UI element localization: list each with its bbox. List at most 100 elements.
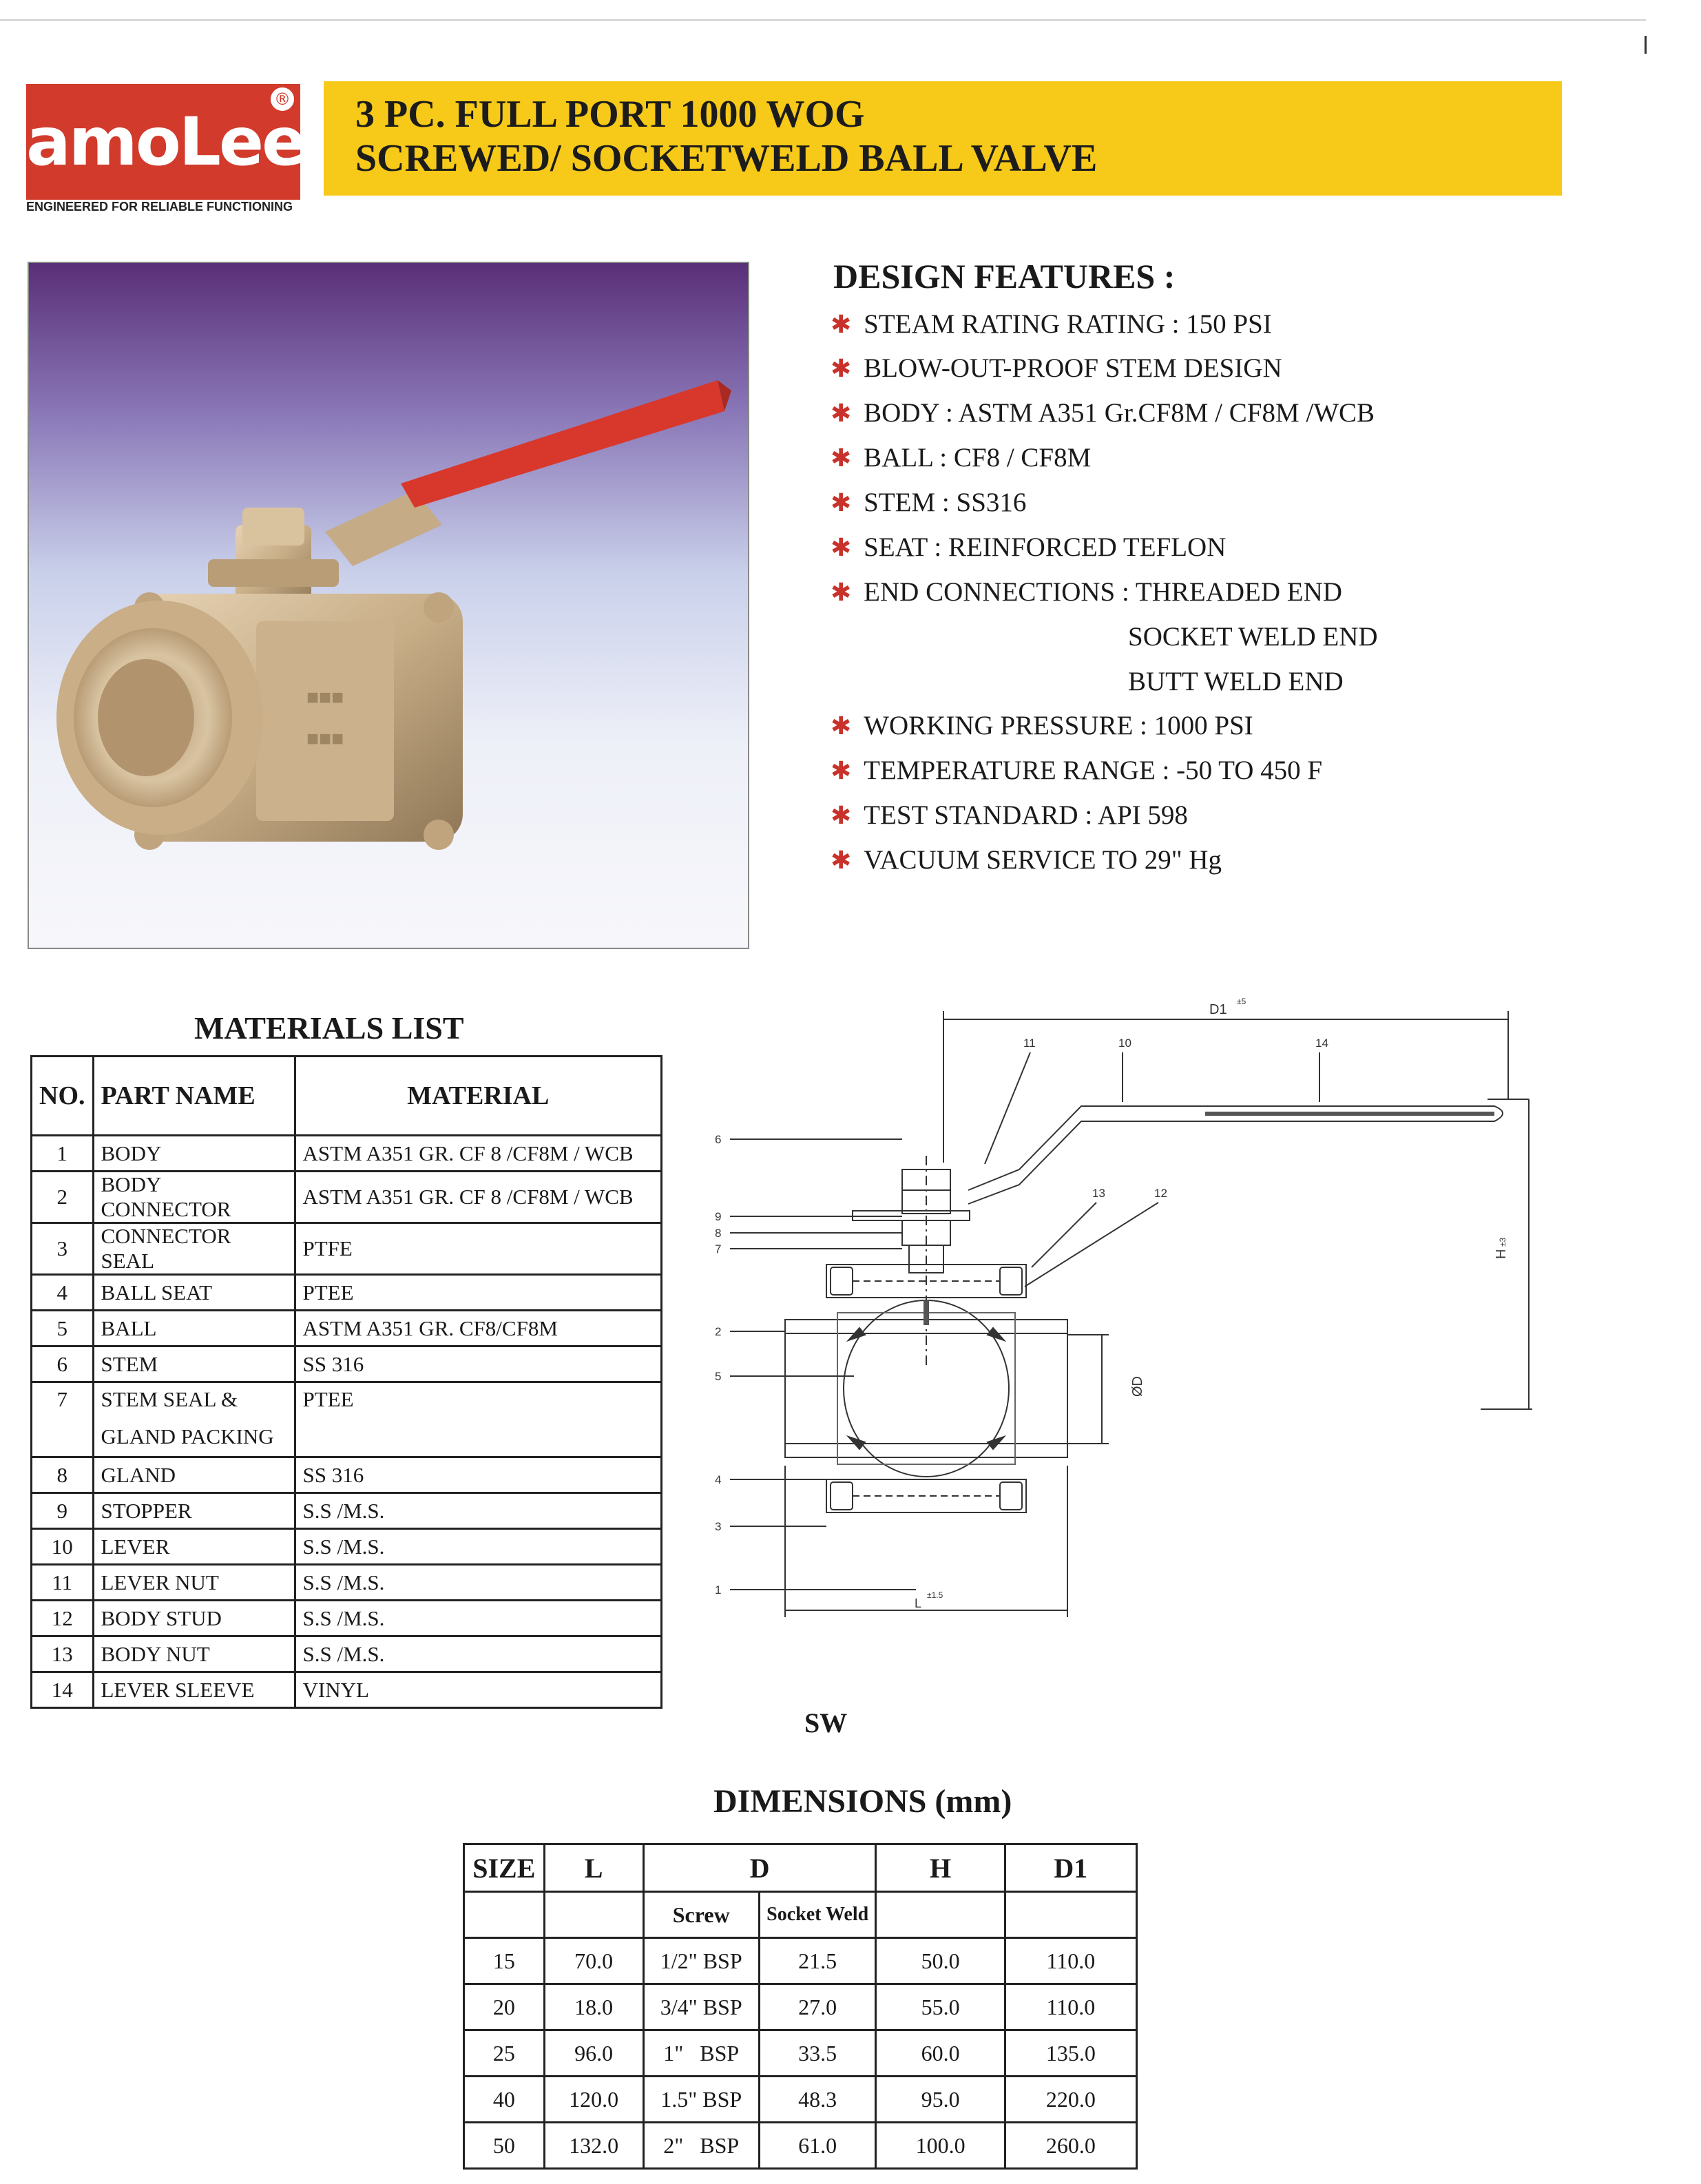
part-material: PTEE bbox=[293, 1381, 662, 1458]
d1-value: 135.0 bbox=[1003, 2029, 1138, 2077]
part-number: 5 bbox=[30, 1309, 94, 1347]
h-value: 50.0 bbox=[875, 1937, 1006, 1985]
d1-tolerance: ±5 bbox=[1237, 997, 1246, 1006]
callout-14: 14 bbox=[1315, 1037, 1328, 1050]
part-name: LEVER SLEEVE bbox=[92, 1671, 296, 1709]
feature-text: BLOW-OUT-PROOF STEM DESIGN bbox=[864, 353, 1282, 383]
feature-item: ✱TEST STANDARD : API 598 bbox=[831, 800, 1188, 831]
materials-header-row: NO. PART NAME MATERIAL bbox=[30, 1055, 662, 1136]
dimensions-title: DIMENSIONS (mm) bbox=[713, 1783, 1012, 1820]
materials-title: MATERIALS LIST bbox=[194, 1010, 464, 1046]
asterisk-bullet-icon: ✱ bbox=[831, 846, 852, 875]
part-name-line: STEM SEAL & bbox=[101, 1387, 238, 1411]
valve-section-drawing: D1 ±5 11 10 14 H ±3 13 12 ØD L bbox=[715, 997, 1532, 1617]
part-name: BALL SEAT bbox=[92, 1273, 296, 1311]
part-material: SS 316 bbox=[293, 1456, 662, 1494]
d1-value: 220.0 bbox=[1003, 2075, 1138, 2123]
header-d: D bbox=[642, 1843, 877, 1893]
part-number: 2 bbox=[30, 1170, 94, 1224]
part-material: SS 316 bbox=[293, 1345, 662, 1383]
part-material: S.S /M.S. bbox=[293, 1492, 662, 1530]
feature-text: STEAM RATING RATING : 150 PSI bbox=[864, 309, 1272, 339]
part-number: 14 bbox=[30, 1671, 94, 1709]
l-label: L bbox=[915, 1597, 921, 1610]
callout-13: 13 bbox=[1092, 1187, 1105, 1200]
size: 25 bbox=[463, 2029, 545, 2077]
feature-item: ✱STEAM RATING RATING : 150 PSI bbox=[831, 309, 1272, 340]
feature-item: ✱VACUUM SERVICE TO 29" Hg bbox=[831, 844, 1222, 875]
brand-name: amoLee bbox=[26, 103, 306, 180]
header-no: NO. bbox=[30, 1055, 94, 1136]
part-material: S.S /M.S. bbox=[293, 1599, 662, 1637]
h-value: 95.0 bbox=[875, 2075, 1006, 2123]
asterisk-bullet-icon: ✱ bbox=[831, 802, 852, 830]
d-socket-weld: 27.0 bbox=[758, 1983, 877, 2031]
callout-3: 3 bbox=[715, 1520, 721, 1533]
part-name: STEM bbox=[92, 1345, 296, 1383]
callout-2: 2 bbox=[715, 1325, 721, 1338]
top-rule bbox=[0, 19, 1646, 21]
l-tolerance: ±1.5 bbox=[927, 1590, 943, 1600]
size: 20 bbox=[463, 1983, 545, 2031]
d-screw: 3/4" BSP bbox=[642, 1983, 760, 2031]
h-value: 60.0 bbox=[875, 2029, 1006, 2077]
part-material: ASTM A351 GR. CF 8 /CF8M / WCB bbox=[293, 1134, 662, 1172]
header-part-name: PART NAME bbox=[92, 1055, 296, 1136]
features-title: DESIGN FEATURES : bbox=[833, 257, 1176, 295]
feature-text: WORKING PRESSURE : 1000 PSI bbox=[864, 711, 1253, 740]
asterisk-bullet-icon: ✱ bbox=[831, 579, 852, 607]
dimensions-header-row: SIZE L D H D1 bbox=[463, 1843, 1138, 1893]
asterisk-bullet-icon: ✱ bbox=[831, 399, 852, 428]
d-screw: 2" BSP bbox=[642, 2121, 760, 2170]
part-name: LEVER NUT bbox=[92, 1563, 296, 1601]
part-number: 11 bbox=[30, 1563, 94, 1601]
part-name: STOPPER bbox=[92, 1492, 296, 1530]
feature-text: BALL : CF8 / CF8M bbox=[864, 443, 1092, 472]
subheader-screw: Screw bbox=[642, 1891, 760, 1939]
title-line-2: SCREWED/ SOCKETWELD BALL VALVE bbox=[355, 137, 1098, 180]
callout-10: 10 bbox=[1118, 1037, 1131, 1050]
feature-item: ✱BALL : CF8 / CF8M bbox=[831, 442, 1091, 473]
product-photo: ■■■ ■■■ bbox=[28, 262, 749, 949]
l-value: 96.0 bbox=[543, 2029, 645, 2077]
d1-label: D1 bbox=[1209, 1002, 1227, 1017]
asterisk-bullet-icon: ✱ bbox=[831, 757, 852, 785]
part-number: 9 bbox=[30, 1492, 94, 1530]
h-label: H bbox=[1494, 1249, 1509, 1259]
part-number: 8 bbox=[30, 1456, 94, 1494]
h-value: 100.0 bbox=[875, 2121, 1006, 2170]
feature-item: ✱BLOW-OUT-PROOF STEM DESIGN bbox=[831, 353, 1282, 384]
part-material: ASTM A351 GR. CF 8 /CF8M / WCB bbox=[293, 1170, 662, 1224]
h-value: 55.0 bbox=[875, 1983, 1006, 2031]
feature-continuation: BUTT WELD END bbox=[1128, 667, 1344, 696]
size: 40 bbox=[463, 2075, 545, 2123]
subheader-socket-weld: Socket Weld bbox=[758, 1891, 877, 1939]
header-d1: D1 bbox=[1003, 1843, 1138, 1893]
part-number: 7 bbox=[30, 1381, 94, 1458]
feature-item: ✱END CONNECTIONS : THREADED END bbox=[831, 576, 1342, 607]
d-screw: 1" BSP bbox=[642, 2029, 760, 2077]
dimensions-subheader-row: Screw Socket Weld bbox=[463, 1891, 1138, 1939]
asterisk-bullet-icon: ✱ bbox=[831, 534, 852, 562]
d1-value: 110.0 bbox=[1003, 1983, 1138, 2031]
part-name-line: GLAND PACKING bbox=[101, 1424, 274, 1448]
part-number: 12 bbox=[30, 1599, 94, 1637]
d-socket-weld: 33.5 bbox=[758, 2029, 877, 2077]
feature-text: STEM : SS316 bbox=[864, 488, 1027, 517]
l-value: 132.0 bbox=[543, 2121, 645, 2170]
header-l: L bbox=[543, 1843, 645, 1893]
asterisk-bullet-icon: ✱ bbox=[831, 712, 852, 740]
callout-5: 5 bbox=[715, 1370, 721, 1383]
table-row: 7 STEM SEAL & GLAND PACKING PTEE bbox=[30, 1381, 662, 1458]
